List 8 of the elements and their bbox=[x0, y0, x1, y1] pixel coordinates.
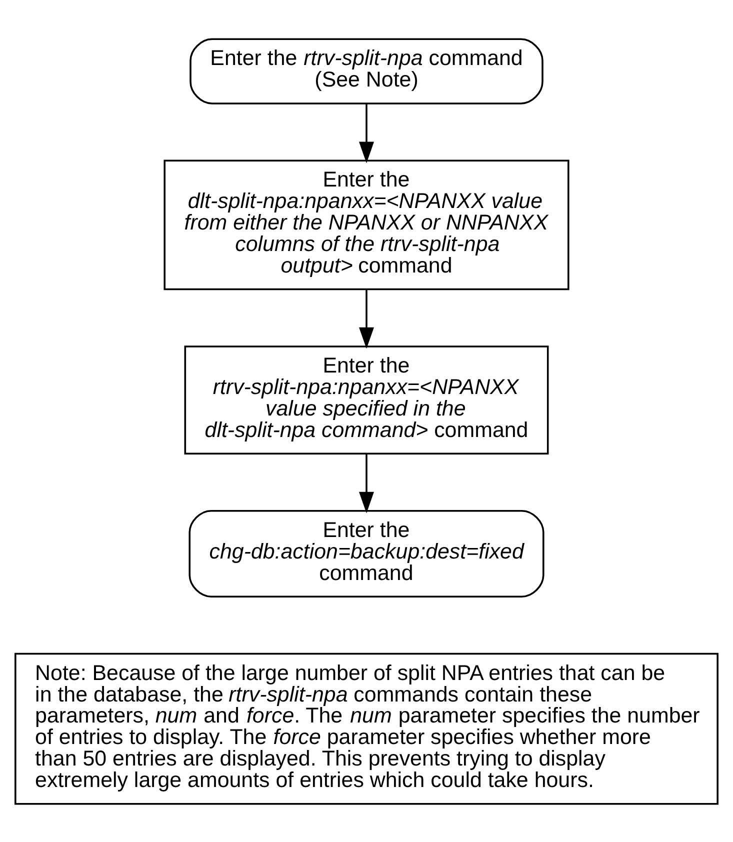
node-box: Enter the rtrv-split-npa:npanxx=<NPANXX value specified in the dlt-split-npa command> command bbox=[184, 345, 549, 454]
arrow bbox=[358, 454, 374, 513]
node-box: Enter the rtrv-split-npa command (See Note) bbox=[190, 38, 544, 104]
arrow bbox=[358, 289, 374, 348]
node-box: Enter the chg-db:action=backup:dest=fixed command bbox=[188, 509, 544, 597]
node-box: Note: Because of the large number of split NPA entries that can be in the database, the rtrv-split-npa commands contain these parameters, num and force. The num parameter specifies the number of entries to display. The force parameter specifies whether more than 50 entries are displayed. This prevents trying to display extremely large amounts of entries which could take hours. bbox=[14, 652, 718, 804]
arrow bbox=[358, 104, 374, 163]
node-box: Enter the dlt-split-npa:npanxx=<NPANXX value from either the NPANXX or NNPANXX columns of the rtrv-split-npa output> command bbox=[164, 159, 570, 290]
